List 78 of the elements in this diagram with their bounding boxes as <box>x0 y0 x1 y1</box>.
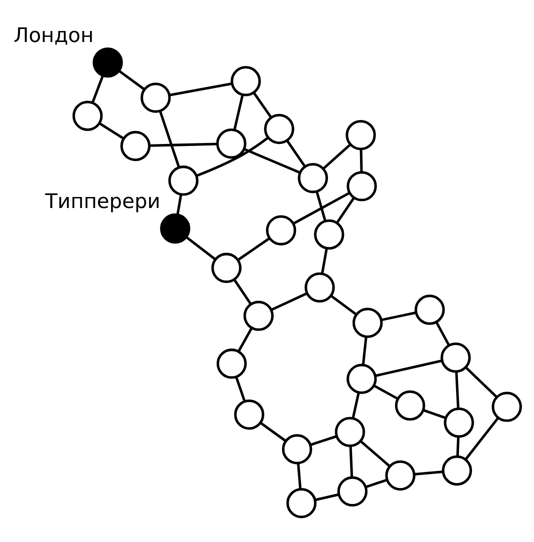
connector <box>435 320 450 346</box>
node-circle <box>352 307 383 338</box>
node-circle <box>346 120 376 150</box>
connector <box>159 110 180 168</box>
connector <box>92 74 104 102</box>
connector <box>286 140 306 167</box>
connector <box>362 336 368 364</box>
connector <box>456 436 460 456</box>
node-circle <box>282 434 312 464</box>
connector <box>237 236 270 260</box>
node-circle <box>216 348 247 378</box>
connector <box>237 326 253 352</box>
node-circle <box>264 113 294 144</box>
node-circle <box>160 212 190 244</box>
connector <box>381 310 416 321</box>
node-circle <box>304 272 335 302</box>
node-circle <box>140 82 171 112</box>
connector <box>366 478 388 488</box>
node-circle <box>168 165 198 196</box>
connector <box>176 194 182 214</box>
node-label: Типперери <box>45 188 160 213</box>
connector <box>375 359 442 376</box>
node-circle <box>346 170 377 201</box>
node-circle <box>298 162 328 193</box>
connector <box>296 462 302 489</box>
connector <box>244 147 300 174</box>
node-circle <box>337 476 368 506</box>
connector <box>423 408 446 419</box>
connector <box>322 143 351 170</box>
connector <box>186 236 216 260</box>
connector <box>252 91 272 118</box>
node-circle <box>211 252 242 283</box>
connector <box>360 148 363 172</box>
node-circle <box>394 390 426 420</box>
connector <box>271 292 308 310</box>
connector <box>235 376 246 402</box>
node-circle <box>230 66 261 96</box>
connector <box>292 191 350 224</box>
node-circle <box>120 130 151 161</box>
node-circle <box>492 391 522 422</box>
connector <box>455 371 460 408</box>
node-circle <box>314 218 344 250</box>
node-circle <box>334 416 366 447</box>
connector <box>414 470 443 475</box>
node-circle <box>442 454 472 486</box>
node-circle <box>216 128 246 158</box>
connector <box>310 434 337 446</box>
connector <box>196 136 269 177</box>
connector <box>465 366 498 398</box>
node-circle <box>414 294 445 324</box>
connector <box>149 142 218 146</box>
connector <box>316 190 326 221</box>
connector <box>118 69 145 90</box>
connector <box>320 248 328 274</box>
node-circle <box>444 407 474 438</box>
connector <box>336 196 355 224</box>
node-circle <box>286 488 317 518</box>
connector <box>349 445 354 477</box>
connector <box>233 278 252 304</box>
connector <box>169 82 232 96</box>
node-circle <box>72 100 103 130</box>
connector <box>260 421 286 442</box>
node-circle <box>385 460 416 490</box>
connector <box>330 294 358 316</box>
node-circle <box>346 363 377 394</box>
connector <box>360 440 390 467</box>
node-circle <box>92 46 123 78</box>
node-circle <box>243 300 274 330</box>
connector <box>315 492 340 501</box>
connector <box>464 416 500 460</box>
node-circle <box>266 214 296 245</box>
connector <box>98 122 124 139</box>
connector <box>233 94 244 130</box>
node-circle <box>440 342 471 372</box>
connector <box>352 392 360 418</box>
connector <box>373 384 398 400</box>
node-circle <box>234 399 264 430</box>
node-label: Лондон <box>14 22 94 47</box>
